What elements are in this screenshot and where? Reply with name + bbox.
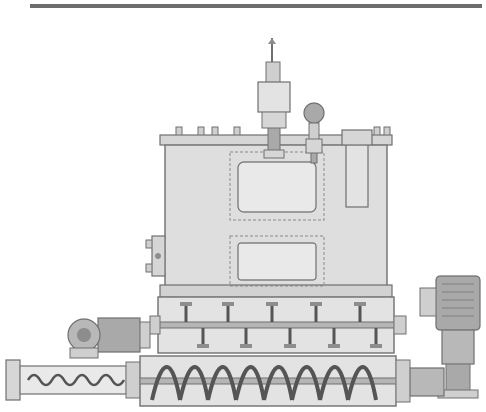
top-valve [257,38,325,164]
inspection-window-upper [229,151,325,221]
side-flange [145,235,166,277]
inspection-window-lower [229,235,325,287]
discharge-screw [139,355,445,407]
agitator-motor [67,317,151,359]
agitator-trough [149,296,407,354]
level-sensor [341,129,373,208]
discharge-motor [419,275,481,399]
header-rule [30,4,482,8]
feed-screw-conveyor [5,359,141,401]
